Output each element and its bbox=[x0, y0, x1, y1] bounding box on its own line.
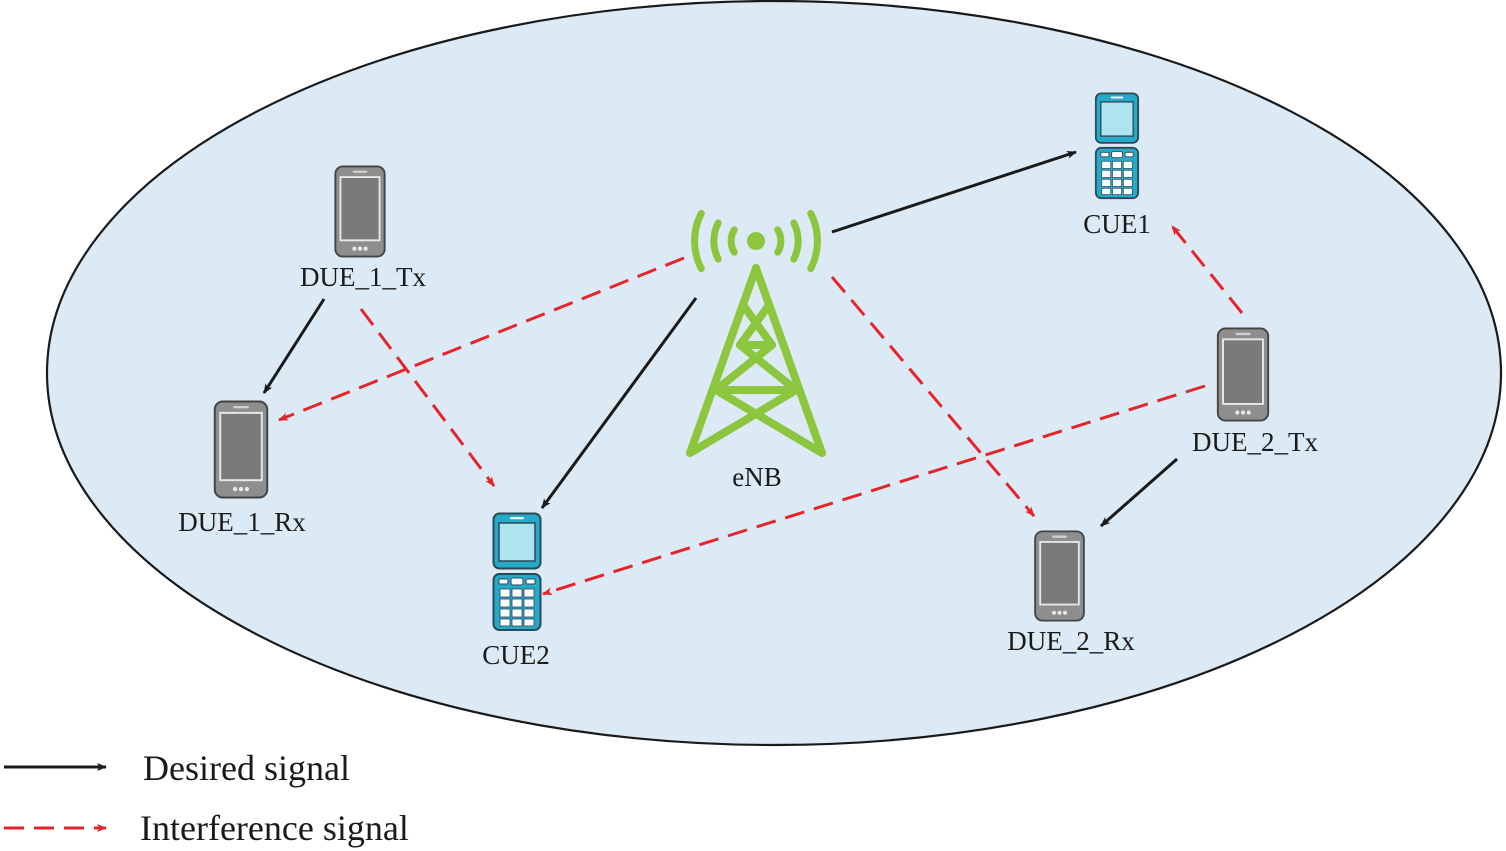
link-due1-tx-to-due1-rx bbox=[262, 298, 326, 394]
due-1-rx-phone-icon bbox=[213, 400, 269, 499]
legend-desired-label: Desired signal bbox=[143, 748, 350, 788]
legend: Desired signal Interference signal bbox=[4, 748, 409, 848]
due-1-rx-label: DUE_1_Rx bbox=[178, 507, 306, 537]
link-enb-to-due1-rx bbox=[278, 256, 685, 422]
link-due2-tx-to-cue1 bbox=[1170, 225, 1244, 314]
due-1-tx-phone-icon bbox=[334, 165, 386, 258]
enb-label: eNB bbox=[732, 462, 782, 492]
due-1-tx-label: DUE_1_Tx bbox=[300, 262, 426, 292]
link-enb-to-due2-rx bbox=[830, 276, 1036, 517]
due-2-rx-label: DUE_2_Rx bbox=[1007, 626, 1135, 656]
link-enb-to-cue1 bbox=[831, 150, 1077, 234]
due-2-tx-phone-icon bbox=[1216, 327, 1270, 422]
due-2-tx-label: DUE_2_Tx bbox=[1192, 427, 1318, 457]
signal-links bbox=[262, 150, 1244, 596]
link-enb-to-cue2 bbox=[540, 297, 698, 509]
link-due2-tx-to-cue2 bbox=[542, 384, 1206, 596]
link-due2-tx-to-due2-rx bbox=[1100, 457, 1178, 528]
cue-1-label: CUE1 bbox=[1083, 209, 1151, 239]
legend-interference-label: Interference signal bbox=[140, 808, 409, 848]
link-due1-tx-to-cue2 bbox=[359, 308, 496, 487]
cue-2-label: CUE2 bbox=[482, 640, 550, 670]
enb-tower-icon bbox=[686, 209, 826, 457]
due-2-rx-phone-icon bbox=[1034, 530, 1085, 622]
